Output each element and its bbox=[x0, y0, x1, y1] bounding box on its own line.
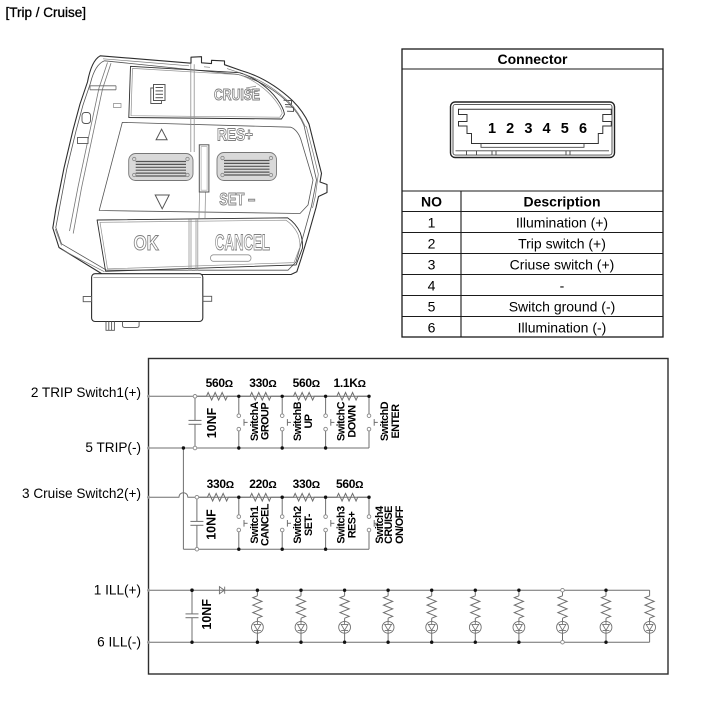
svg-text:Connector: Connector bbox=[498, 51, 569, 67]
svg-text:560Ω: 560Ω bbox=[293, 376, 320, 390]
svg-text:RES+: RES+ bbox=[346, 512, 358, 539]
svg-text:2 TRIP Switch1(+): 2 TRIP Switch1(+) bbox=[31, 385, 141, 400]
svg-text:5: 5 bbox=[561, 121, 569, 137]
svg-text:4: 4 bbox=[428, 277, 436, 293]
svg-text:Switch2: Switch2 bbox=[292, 506, 304, 544]
svg-text:330Ω: 330Ω bbox=[249, 376, 276, 390]
svg-text:330Ω: 330Ω bbox=[293, 477, 320, 491]
svg-text:RES+: RES+ bbox=[217, 124, 253, 144]
svg-text:560Ω: 560Ω bbox=[336, 477, 363, 491]
svg-text:560Ω: 560Ω bbox=[206, 376, 233, 390]
svg-text:3: 3 bbox=[524, 121, 532, 137]
svg-text:Criuse switch (+): Criuse switch (+) bbox=[510, 256, 615, 272]
svg-text:SwitchD: SwitchD bbox=[379, 401, 391, 441]
svg-text:NO: NO bbox=[421, 194, 442, 210]
svg-text:6: 6 bbox=[428, 319, 436, 335]
svg-text:SET –: SET – bbox=[219, 189, 255, 209]
svg-text:Switch1: Switch1 bbox=[249, 506, 261, 544]
svg-text:CANCEL: CANCEL bbox=[215, 230, 270, 255]
svg-text:SwitchC: SwitchC bbox=[336, 401, 348, 441]
svg-text:1 ILL(+): 1 ILL(+) bbox=[94, 582, 141, 597]
svg-text:5 TRIP(-): 5 TRIP(-) bbox=[85, 440, 141, 455]
svg-text:330Ω: 330Ω bbox=[207, 477, 234, 491]
svg-text:10NF: 10NF bbox=[205, 407, 219, 438]
svg-text:220Ω: 220Ω bbox=[249, 477, 276, 491]
svg-text:CRUISE: CRUISE bbox=[214, 87, 260, 104]
svg-text:Trip switch (+): Trip switch (+) bbox=[518, 235, 606, 251]
svg-text:3: 3 bbox=[428, 256, 436, 272]
svg-text:Switch ground (-): Switch ground (-) bbox=[509, 298, 616, 314]
svg-text:1: 1 bbox=[428, 214, 436, 230]
svg-text:2: 2 bbox=[506, 121, 514, 137]
svg-text:6 ILL(-): 6 ILL(-) bbox=[97, 634, 141, 649]
svg-text:3 Cruise Switch2(+): 3 Cruise Switch2(+) bbox=[22, 486, 141, 501]
svg-text:4: 4 bbox=[543, 121, 551, 137]
svg-text:ON/OFF: ON/OFF bbox=[394, 505, 406, 544]
svg-text:SET-: SET- bbox=[303, 513, 315, 536]
svg-text:6: 6 bbox=[579, 121, 587, 137]
svg-text:ENTER: ENTER bbox=[390, 404, 402, 439]
svg-text:CANCEL: CANCEL bbox=[260, 503, 272, 546]
svg-text:5: 5 bbox=[428, 298, 436, 314]
svg-text:10NF: 10NF bbox=[200, 599, 214, 630]
svg-text:[Trip / Cruise]: [Trip / Cruise] bbox=[6, 5, 87, 20]
svg-text:1.1KΩ: 1.1KΩ bbox=[334, 376, 366, 390]
svg-text:Switch3: Switch3 bbox=[336, 506, 348, 544]
svg-text:2: 2 bbox=[428, 235, 436, 251]
svg-text:-: - bbox=[560, 277, 565, 293]
svg-text:SwitchB: SwitchB bbox=[292, 401, 304, 441]
svg-text:UP: UP bbox=[303, 414, 315, 428]
svg-text:SwitchA: SwitchA bbox=[249, 401, 261, 441]
svg-text:Illumination (-): Illumination (-) bbox=[518, 319, 607, 335]
svg-text:DOWN: DOWN bbox=[346, 405, 358, 438]
svg-text:10NF: 10NF bbox=[205, 509, 219, 540]
svg-text:Description: Description bbox=[523, 194, 600, 210]
svg-text:Illumination (+): Illumination (+) bbox=[516, 214, 608, 230]
svg-text:Switch4: Switch4 bbox=[374, 506, 386, 544]
svg-text:1: 1 bbox=[488, 121, 496, 137]
svg-text:CRUISE: CRUISE bbox=[383, 506, 395, 544]
svg-text:OK: OK bbox=[133, 232, 159, 255]
svg-text:GROUP: GROUP bbox=[260, 403, 272, 440]
